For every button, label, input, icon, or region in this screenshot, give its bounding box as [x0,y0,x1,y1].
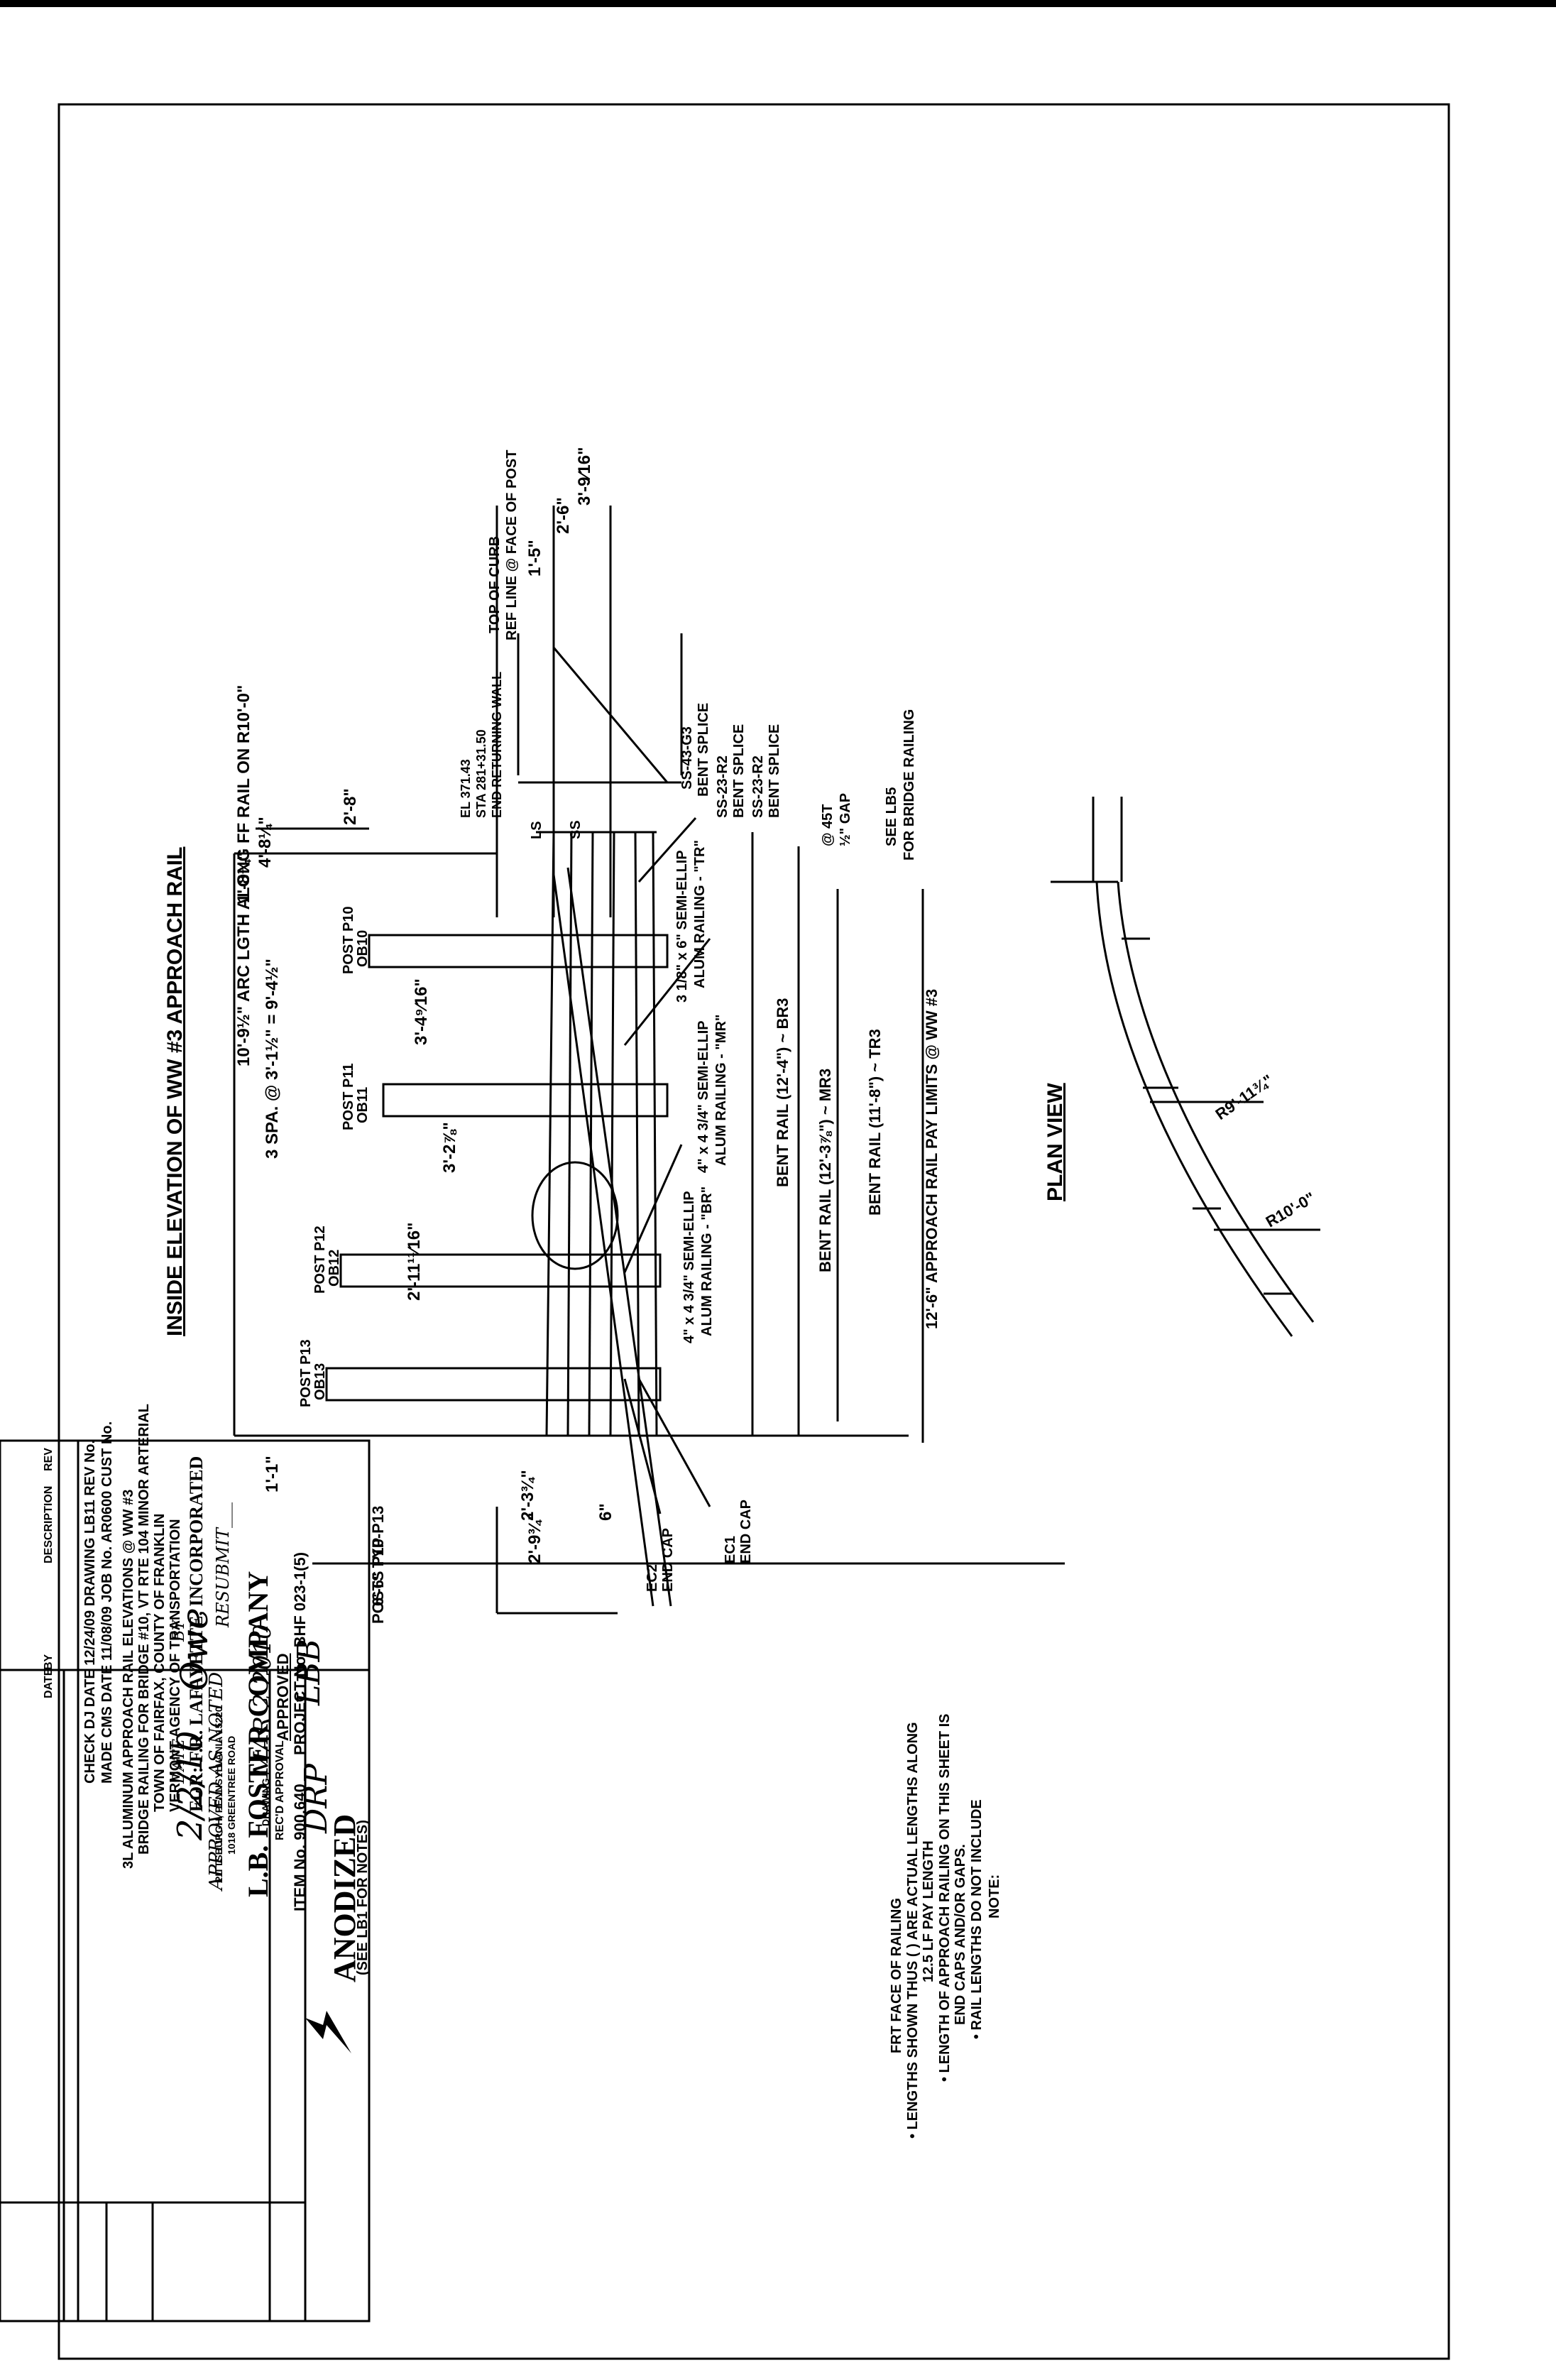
post-label: OB10 [355,929,371,967]
recd-approval-label: REC'D APPROVAL [274,1740,286,1840]
dimension-label: 3'-2⅞" [440,1122,459,1173]
bent-splice: BENT SPLICE [731,724,747,818]
plan-arc-outer [1095,881,1293,1337]
end-returning-wall: END RETURNING WALL [490,672,504,818]
dimension-label: 3'-9⁄16" [575,447,594,506]
end-cap-label: EC2 [645,1564,660,1592]
post-p11 [382,1083,669,1118]
revision-header: DATE [43,1668,55,1698]
rail-line [634,831,640,1436]
bent-splice: BENT SPLICE [767,724,782,818]
bent-splice: SS-43-G3 [679,726,695,790]
semi-ellip-mr: ALUM RAILING - "MR" [713,1014,729,1166]
ref-line-label: REF LINE @ FACE OF POST [504,449,520,640]
company-name: L.B. FOSTER COMPANY [242,1571,274,1897]
client-line: VERMONT AGENCY OF TRANSPORTATION [168,1519,183,1812]
end-returning-wall: STA 281+31.50 [474,729,488,818]
rail-line [545,831,555,1436]
note-item: 12.5 LF PAY LENGTH [921,1840,936,1982]
cap-at-post: @ 45T [820,804,835,846]
made-by: MADE CMS DATE 11/08/09 JOB No. AR0600 CU… [99,1421,115,1784]
sheet-border [57,103,1450,2360]
dimension-label: 3 SPA. @ 3'-1½" = 9'-4½" [263,959,282,1159]
scan-top-edge [0,0,1556,7]
revision-header: REV [43,1448,55,1471]
post-label: OB11 [355,1086,371,1123]
bent-splice: BENT SPLICE [696,702,711,797]
bridge-railing-note: FOR BRIDGE RAILING [902,709,917,861]
revision-header: DESCRIPTION [43,1485,55,1563]
post-label: OB13 [312,1363,328,1400]
note-item: • LENGTHS SHOWN THUS ( ) ARE ACTUAL LENG… [905,1722,921,2139]
end-cap-label: END CAP [660,1527,676,1592]
note-item: • RAIL LENGTHS DO NOT INCLUDE [969,1799,985,2039]
dimension-label: 6" [596,1503,615,1521]
dimension-label: 2'-6" [554,497,573,534]
anodized-note: (SEE LB1 FOR NOTES) [355,1820,371,1975]
semi-ellip-br: ALUM RAILING - "BR" [699,1186,715,1336]
note-item: • LENGTH OF APPROACH RAILING ON THIS SHE… [937,1713,953,2082]
end-cap-label: EC1 [723,1536,738,1563]
post-p12 [339,1253,662,1288]
note-heading: NOTE: [987,1874,1002,1918]
bent-splice: SS-23-R2 [715,755,730,818]
rail-line [609,831,615,1436]
post-label: OB12 [327,1249,342,1287]
dimension-label: POSTS P10-P13 [369,1505,387,1624]
semi-ellip-br: 4" x 4 3/4" SEMI-ELLIP [681,1191,697,1343]
dimension-label: 1'-1" [263,1456,282,1492]
semi-ellip-mr: 4" x 4 3/4" SEMI-ELLIP [696,1020,711,1173]
client-line: BRIDGE RAILING FOR BRIDGE #10, VT RTE 10… [136,1404,152,1855]
anodized-arrow-icon [305,2011,351,2053]
bridge-railing-note: SEE LB5 [884,787,899,846]
rail-line [588,831,594,1436]
note-item: END CAPS AND/OR GAPS. [953,1844,968,2025]
end-returning-wall: EL 371.43 [459,759,473,818]
end-cap-label: END CAP [738,1499,754,1563]
cap-at-post: ½" GAP [838,792,853,846]
rail-line [566,831,573,1436]
approved-label: APPROVED [274,1653,292,1741]
bent-rail-label: BENT RAIL (11'-8") ~ TR3 [866,1029,884,1216]
bent-rail-label: BENT RAIL (12'-4") ~ BR3 [774,998,791,1187]
post-p13 [325,1367,662,1402]
post-p10 [368,934,669,968]
rail-line [566,867,672,1607]
project-number: PROJECT No. BHF 023-1(5) [291,1551,309,1755]
elevation-title: INSIDE ELEVATION OF WW #3 APPROACH RAIL [163,846,187,1336]
bent-splice: SS-23-R2 [750,755,766,818]
ls-label: LS [529,821,544,839]
plan-view-title: PLAN VIEW [1043,1083,1067,1201]
title-block [0,1439,371,2322]
dimension-label: 1'-5" [525,540,544,577]
ss-label: SS [568,820,584,839]
dimension-label: 3'-4⁹⁄16" [412,978,431,1045]
dimension-label: 10'-9½" ARC LGTH ALONG FF RAIL ON R10'-0… [234,684,253,1066]
dimension-label: 4'-8¼" [256,817,275,868]
ref-line-label: TOP OF CURB [487,535,503,633]
check-by: CHECK DJ DATE 12/24/09 DRAWING LB11 REV … [82,1439,98,1784]
dimension-label: 2'-8" [341,788,360,825]
item-number: ITEM No. 900.640 [291,1784,309,1911]
semi-ellip-tr: 3 1/8" x 6" SEMI-ELLIP [674,850,690,1003]
bent-rail-label: BENT RAIL (12'-3⅞") ~ MR3 [816,1068,834,1272]
dimension-label: 2'-11¹¹⁄16" [405,1222,424,1301]
company-address: PITTSBURGH, PENNSYLVANIA 15220 [213,1706,224,1883]
note-item: FRT FACE OF RAILING [889,1898,904,2053]
client-line: TOWN OF FAIRFAX, COUNTY OF FRANKLIN [152,1513,168,1812]
client-line: 3L ALUMINUM APPROACH RAIL ELEVATIONS @ W… [121,1489,136,1869]
client-for: FOR: F.R. LAFAYETTE, INCORPORATED [186,1456,207,1812]
rail-line [652,831,658,1436]
dimension-label: 2'-9¾" [525,1512,544,1563]
company-address: 1018 GREENTREE ROAD [226,1735,237,1855]
semi-ellip-tr: ALUM RAILING - "TR" [692,840,708,988]
approach-rail-pay-limits: 12'-6" APPROACH RAIL PAY LIMITS @ WW #3 [923,988,941,1329]
